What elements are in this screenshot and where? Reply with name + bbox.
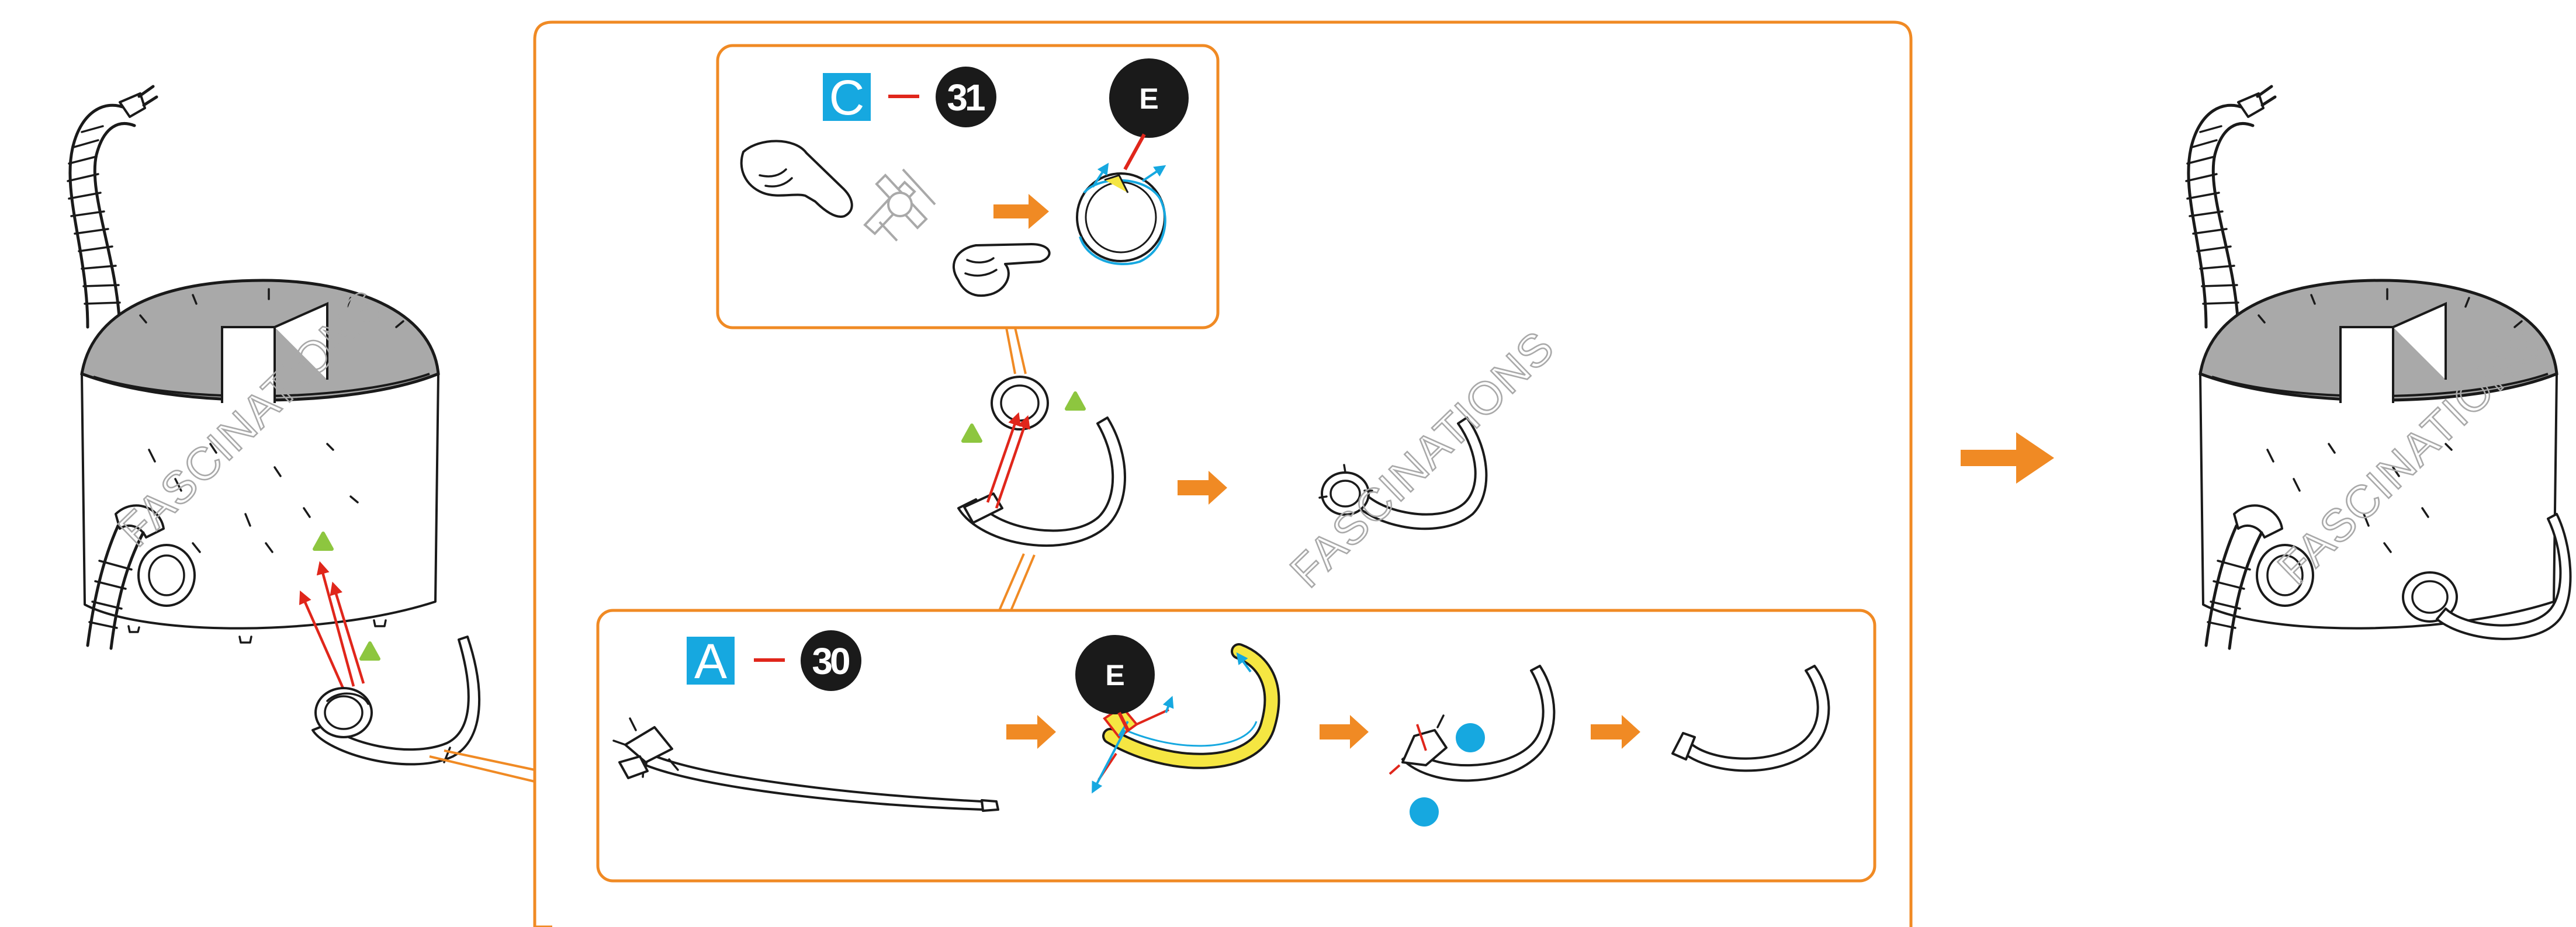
hose-with-valve-middle [958, 377, 1125, 546]
blue-dot-icon [1410, 797, 1439, 827]
blue-dot-icon [1456, 723, 1485, 752]
green-triangle-icon [963, 425, 981, 441]
pointing-hand-icon [954, 244, 1050, 296]
orange-arrow-icon [1961, 432, 2054, 484]
orange-arrow-icon [1320, 715, 1369, 749]
part-number-31: 31 [947, 77, 985, 119]
watermark-middle: FASCINATIONS [1280, 321, 1564, 597]
hose-part-a30 [614, 718, 998, 811]
green-triangle-icon [1067, 393, 1084, 409]
badge-e-top: E [1139, 82, 1158, 115]
hose-part-left [313, 637, 479, 764]
part-letter-c: C [829, 70, 865, 125]
sprue-part-c31 [865, 169, 935, 241]
pointing-hand-icon [742, 141, 852, 216]
orange-arrow-icon [1591, 715, 1640, 749]
orange-arrow-icon [1006, 715, 1056, 749]
orange-arrow-icon [1178, 471, 1227, 505]
badge-e-bottom: E [1105, 659, 1124, 692]
part-number-30: 30 [812, 640, 849, 682]
orange-arrow-icon [993, 194, 1049, 229]
hose-final-a30 [1673, 666, 1829, 770]
valve-part-c31 [1077, 165, 1165, 264]
canister-before [68, 86, 438, 648]
part-letter-a: A [694, 634, 727, 689]
green-triangle-icon [361, 643, 379, 659]
